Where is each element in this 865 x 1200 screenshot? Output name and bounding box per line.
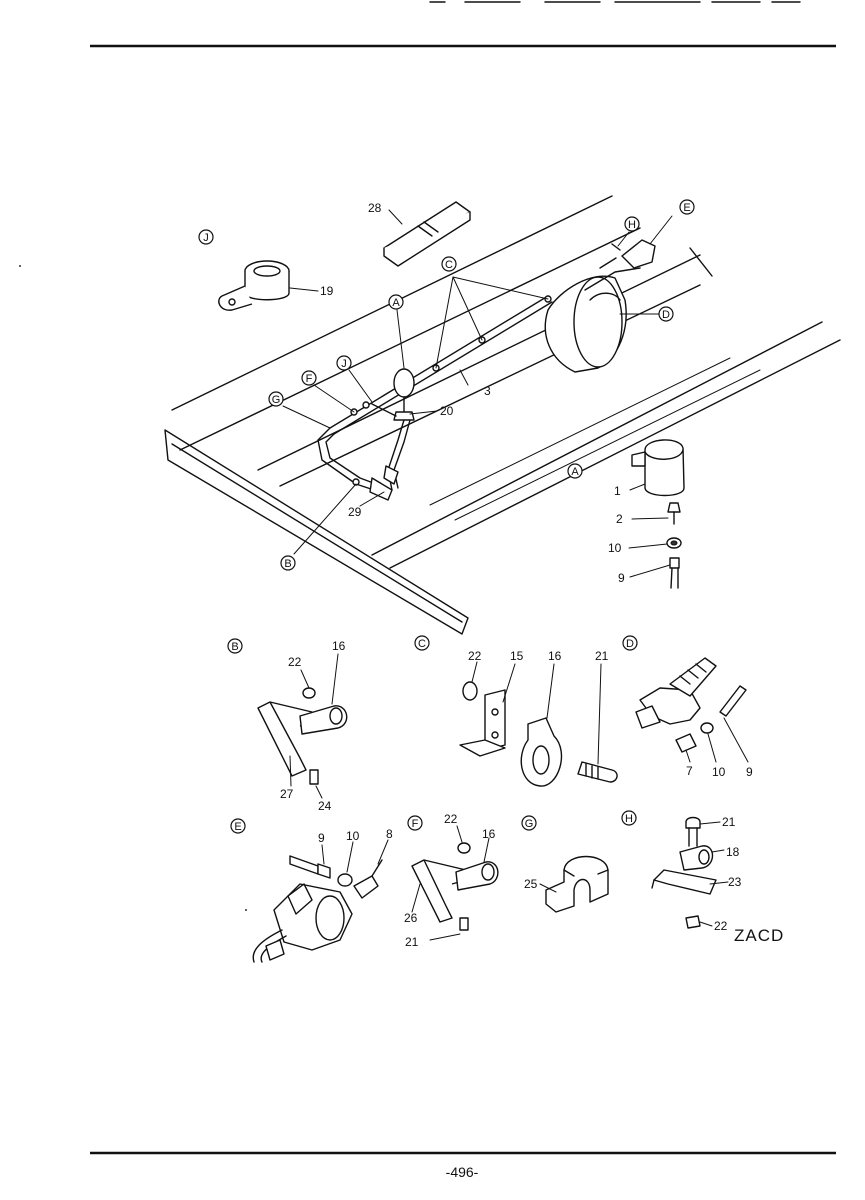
detail-e-label-9: 9 xyxy=(318,831,325,845)
detail-a: A 1 2 10 9 xyxy=(567,439,685,589)
callout-j-label: J xyxy=(203,232,209,244)
callout-f: F xyxy=(301,370,317,386)
callout-a: A xyxy=(388,294,404,310)
detail-a-label-10: 10 xyxy=(608,541,622,555)
callout-h: H xyxy=(624,216,640,232)
detail-c-label-22: 22 xyxy=(468,649,482,663)
callout-g: G xyxy=(268,391,284,407)
detail-e-label-10: 10 xyxy=(346,829,360,843)
svg-text:F: F xyxy=(412,818,419,830)
callout-d: D xyxy=(658,306,674,322)
detail-d-label-7: 7 xyxy=(686,764,693,778)
main-labels: 28 19 3 20 29 xyxy=(320,201,491,519)
svg-text:D: D xyxy=(626,638,634,650)
callout-d-label: D xyxy=(662,309,670,321)
detail-b-label-24: 24 xyxy=(318,799,332,813)
detail-d-label-10: 10 xyxy=(712,765,726,779)
part-19-clamp xyxy=(218,260,290,311)
detail-f-callout: F xyxy=(407,815,423,831)
detail-f-label-16: 16 xyxy=(482,827,496,841)
detail-h-label-18: 18 xyxy=(726,845,740,859)
callout-b-label: B xyxy=(284,558,291,570)
detail-d-callout: D xyxy=(622,635,638,651)
detail-f-label-26: 26 xyxy=(404,911,418,925)
main-callouts: J C A J F G B H E D xyxy=(198,199,695,571)
label-29: 29 xyxy=(348,505,362,519)
callout-h-label: H xyxy=(628,219,636,231)
detail-b-label-22: 22 xyxy=(288,655,302,669)
callout-c: C xyxy=(441,256,457,272)
detail-c-callout: C xyxy=(414,635,430,651)
callout-f-label: F xyxy=(306,373,313,385)
detail-f-label-21: 21 xyxy=(405,935,419,949)
label-3: 3 xyxy=(484,384,491,398)
page-header xyxy=(90,1,836,48)
detail-a-label-9: 9 xyxy=(618,571,625,585)
svg-text:B: B xyxy=(231,641,238,653)
svg-text:H: H xyxy=(625,813,633,825)
callout-j2: J xyxy=(336,355,352,371)
detail-h: H 21 18 23 22 xyxy=(621,810,742,933)
detail-c-label-16: 16 xyxy=(548,649,562,663)
diagram-code: ZACD xyxy=(734,926,784,945)
detail-f-label-22: 22 xyxy=(444,812,458,826)
label-19: 19 xyxy=(320,284,334,298)
detail-c: C 22 15 16 21 xyxy=(414,635,618,787)
detail-h-callout: H xyxy=(621,810,637,826)
detail-h-label-22: 22 xyxy=(714,919,728,933)
check-valve-part xyxy=(644,439,685,497)
check-valve xyxy=(371,368,415,421)
label-28: 28 xyxy=(368,201,382,215)
callout-a-label: A xyxy=(392,297,400,309)
detail-e-callout: E xyxy=(230,818,246,834)
detail-b-callout: B xyxy=(227,638,243,654)
part-28-boot xyxy=(383,201,471,267)
detail-c-label-21: 21 xyxy=(595,649,609,663)
detail-b-label-16: 16 xyxy=(332,639,346,653)
tank-fitting xyxy=(599,239,656,269)
svg-text:G: G xyxy=(525,818,534,830)
detail-a-label-1: 1 xyxy=(614,484,621,498)
detail-a-callout: A xyxy=(567,463,583,479)
page-number: -496- xyxy=(446,1164,479,1180)
svg-text:C: C xyxy=(418,638,426,650)
main-assembly xyxy=(164,195,841,635)
callout-c-label: C xyxy=(445,259,453,271)
callout-e-label: E xyxy=(683,202,690,214)
brake-line xyxy=(317,295,553,501)
vacuum-tank xyxy=(544,267,641,373)
callout-g-label: G xyxy=(272,394,281,406)
detail-e: E 9 10 8 xyxy=(230,818,393,963)
callout-j2-label: J xyxy=(341,358,347,370)
detail-c-label-15: 15 xyxy=(510,649,524,663)
svg-text:E: E xyxy=(234,821,241,833)
detail-g-callout: G xyxy=(521,815,537,831)
callout-b: B xyxy=(280,555,296,571)
detail-g: G 25 xyxy=(521,815,609,913)
detail-d: D 7 10 9 xyxy=(622,635,753,779)
detail-f: F 22 16 26 21 xyxy=(404,812,499,949)
detail-b: B 22 16 27 24 xyxy=(227,638,348,813)
detail-a-label-2: 2 xyxy=(616,512,623,526)
svg-text:A: A xyxy=(571,466,579,478)
callout-e: E xyxy=(679,199,695,215)
detail-d-label-9: 9 xyxy=(746,765,753,779)
page-footer: -496- xyxy=(90,1151,836,1180)
detail-h-label-21: 21 xyxy=(722,815,736,829)
callout-j: J xyxy=(198,229,214,245)
detail-e-label-8: 8 xyxy=(386,827,393,841)
detail-b-label-27: 27 xyxy=(280,787,294,801)
detail-h-label-23: 23 xyxy=(728,875,742,889)
detail-g-label-25: 25 xyxy=(524,877,538,891)
label-20: 20 xyxy=(440,404,454,418)
